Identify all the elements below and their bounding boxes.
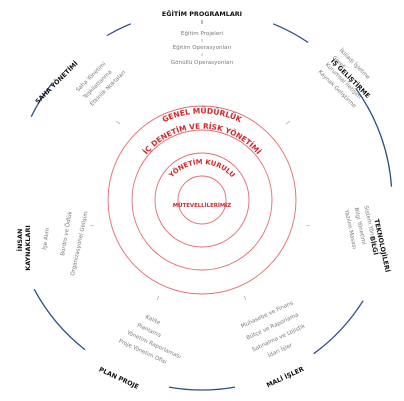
dept-saha: SAHA YÖNETİMİ Saha Yönetimi Teşkilatlanm…: [33, 59, 128, 108]
inner-rings: [107, 105, 297, 295]
dept-insan: İNSAN KAYNAKLARI İşe Alım Bordro ve Ödlü…: [15, 210, 90, 277]
dept-saha-title: SAHA YÖNETİMİ: [33, 59, 80, 106]
outer-ring-arc: [33, 288, 86, 351]
ring-ic-denetim: [131, 129, 273, 271]
outer-ring-arc: [30, 82, 53, 117]
outer-ring: [30, 23, 393, 391]
ring-label-yonetim-kurulu: YÖNETİM KURULU: [167, 158, 237, 180]
outer-ring-arc: [168, 386, 236, 391]
dept-plan-item: Kalite: [144, 314, 161, 326]
outer-ring-arc: [355, 87, 393, 187]
ring-label-mutevelliler: MÜTEVELLİLERİMİZ: [173, 202, 231, 209]
dept-plan: PLAN PROJE Kalite Planlama Yönetim Rapor…: [98, 314, 182, 391]
dept-insan-title-line: İNSAN: [15, 229, 24, 252]
dept-egitim: EĞİTİM PROGRAMLARI Eğitim Projeleri Eğit…: [162, 9, 242, 66]
dept-insan-title-line: KAYNAKLARI: [24, 225, 32, 270]
ring-mutevelliler: [177, 175, 227, 225]
dept-insan-item: Bordro ve Ödlük: [59, 210, 74, 256]
dept-is-gelistirme: İŞ GELİŞTİRME Kaynak Geliştirme Kurumsal…: [317, 47, 373, 110]
dept-egitim-item: Eğitim Projeleri: [181, 30, 224, 37]
ring-yonetim-kurulu: [154, 152, 250, 248]
ring-genel: [107, 105, 297, 295]
dept-mali-title: MALİ İŞLER: [265, 364, 305, 389]
dept-egitim-item: Eğitim Operasyonları: [173, 44, 232, 51]
dept-bilgi: BİLGİ TEKNOLOJİLERİ Sistem Yönetimi Bilg…: [343, 205, 393, 273]
item-ticks: [89, 120, 311, 301]
outer-ring-arc: [313, 300, 364, 355]
outer-ring-arc: [106, 23, 132, 37]
dept-mali: MALİ İŞLER Muhasebe ve Finans Bütçe ve R…: [240, 300, 307, 389]
dept-egitim-item: Gönüllü Operasyonları: [171, 60, 234, 66]
dept-insan-item: Organizasyonel Gelişim: [70, 211, 90, 277]
ring-label-ic-denetim: İÇ DENETİM VE RİSK YÖNETİMİ: [141, 122, 263, 157]
dept-egitim-title: EĞİTİM PROGRAMLARI: [162, 9, 242, 18]
dept-plan-title: PLAN PROJE: [98, 365, 140, 390]
dept-bilgi-title-line: BİLGİ: [368, 235, 381, 255]
dept-insan-item: İşe Alım: [41, 227, 51, 250]
outer-ring-arc: [272, 23, 309, 44]
